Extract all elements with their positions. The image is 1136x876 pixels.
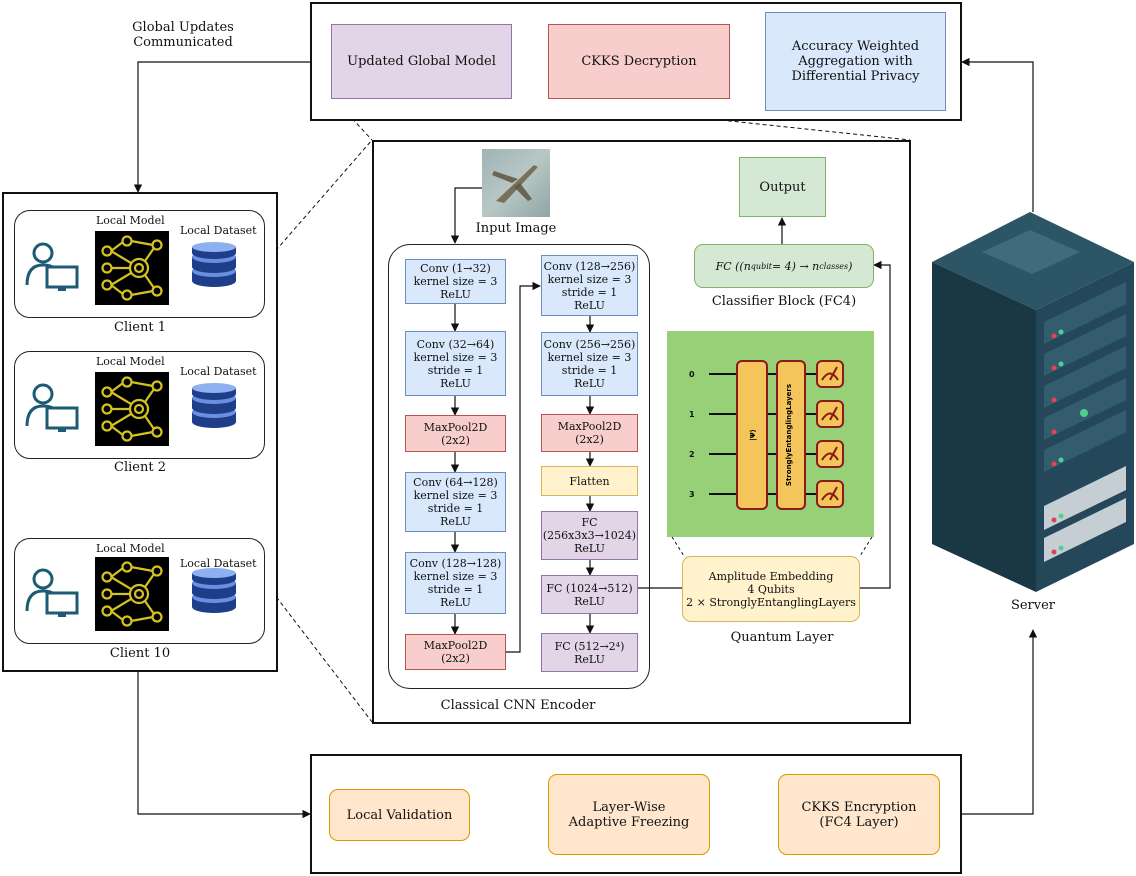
fc4-prefix: FC [715,259,732,273]
client-1-card [14,210,265,318]
client-10-local-model-label: Local Model [96,542,165,555]
model-detail-frame [372,140,911,724]
client-10-name: Client 10 [109,646,171,661]
amplitude-embedding-box: Amplitude Embedding 4 Qubits 2 × Strongl… [682,556,860,622]
arrow-quantum-to-classifier [860,260,891,589]
arrow-input-to-encoder [450,187,482,244]
conv-64-128-box: Conv (64→128) kernel size = 3 stride = 1… [405,472,506,532]
input-image-label: Input Image [475,221,557,236]
arrow-bottom-to-server [962,629,1038,815]
entangling-layers-gate [776,360,806,510]
arrow-clients-to-bottom [137,672,311,819]
server-rack-icon [932,212,1134,592]
zoom-line-q1 [671,536,685,557]
arrow-global-updates-to-clients [133,61,310,193]
user-computer-icon [25,568,79,617]
conv-128-128-box: Conv (128→128) kernel size = 3 stride = … [405,552,506,614]
fc-16-box: FC (512→2⁴) ReLU [541,633,638,672]
neural-gear-icon [95,231,169,305]
fc-512-box: FC (1024→512) ReLU [541,575,638,614]
quantum-layer-label: Quantum Layer [730,630,834,645]
conv-1-32-box: Conv (1→32) kernel size = 3 ReLU [405,259,506,304]
database-icon [192,242,236,287]
maxpool-1-box: MaxPool2D (2x2) [405,415,506,452]
user-computer-icon [25,242,79,291]
embedding-gate-label: |Ψ⟩ [749,429,758,441]
entangling-gate-label: StronglyEntanglingLayers [785,384,793,486]
fc4-sub-qubit: qubit [750,261,772,271]
ckks-encryption-box: CKKS Encryption (FC4 Layer) [778,774,940,855]
cnn-encoder-label: Classical CNN Encoder [440,698,596,713]
client-2-card [14,351,265,459]
neural-gear-icon [95,372,169,446]
zoom-line-q2 [859,536,873,557]
wire-label-2: 2 [689,450,695,459]
client-1-local-dataset-label: Local Dataset [180,224,257,237]
user-computer-icon [25,383,79,432]
cnn-encoder-container [388,244,650,689]
updated-global-model-box: Updated Global Model [331,24,512,99]
measurement-gates [816,360,844,508]
client-10-card [14,538,265,644]
client-2-local-model-label: Local Model [96,355,165,368]
wire-label-3: 3 [689,490,695,499]
global-updates-label: Global Updates Communicated [132,20,234,50]
client-2-local-dataset-label: Local Dataset [180,365,257,378]
classifier-block-label: Classifier Block (FC4) [711,294,857,309]
fc-1024-box: FC (256x3x3→1024) ReLU [541,511,638,560]
local-validation-box: Local Validation [329,789,470,841]
flatten-box: Flatten [541,466,638,496]
maxpool-2-box: MaxPool2D (2x2) [405,634,506,670]
aggregation-box: Accuracy Weighted Aggregation with Diffe… [765,12,946,111]
client-1-local-model-label: Local Model [96,214,165,227]
conv-128-256-box: Conv (128→256) kernel size = 3 stride = … [541,255,638,316]
fc4-sub-classes: classes [819,261,849,271]
arrow-server-to-top [961,57,1034,212]
database-icon [192,383,236,428]
ckks-decryption-box: CKKS Decryption [548,24,730,99]
wire-label-1: 1 [689,410,695,419]
fc4-mid: = 4) → n [771,259,820,273]
maxpool-3-box: MaxPool2D (2x2) [541,414,638,452]
conv-256-256-box: Conv (256→256) kernel size = 3 stride = … [541,332,638,396]
client-2-name: Client 2 [114,460,166,475]
conv-32-64-box: Conv (32→64) kernel size = 3 stride = 1 … [405,331,506,396]
wire-label-0: 0 [689,370,695,379]
quantum-circuit: 0 1 2 3 |Ψ⟩ StronglyEntanglingLayers [667,331,874,537]
arrow-left-to-right-column [506,281,541,653]
neural-gear-icon [95,557,169,631]
input-airplane-image [482,149,550,217]
server-label: Server [1010,598,1056,613]
database-icon [192,568,236,613]
adaptive-freezing-box: Layer-Wise Adaptive Freezing [548,774,710,855]
client-10-local-dataset-label: Local Dataset [180,557,257,570]
client-1-name: Client 1 [114,320,166,335]
amplitude-embedding-gate [736,360,768,510]
output-box: Output [739,157,826,217]
